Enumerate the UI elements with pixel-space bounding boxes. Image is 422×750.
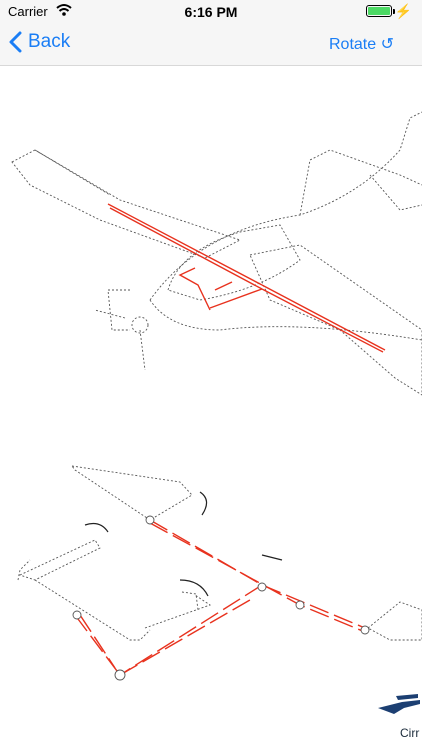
logo-plane-icon [378,694,420,714]
cirrus-logo: Cirr [374,690,422,750]
upper-aileron-cables [107,203,386,353]
pulleys [72,515,370,681]
aileron-control-diagram [11,111,422,681]
back-button[interactable]: Back [8,31,70,53]
chevron-left-icon [9,31,22,53]
control-linkage-illustration [17,465,422,641]
charging-bolt-icon: ⚡ [394,3,412,19]
navigation-bar: Back Rotate ↺ [0,22,422,66]
logo-brand: Cirr [400,726,420,740]
lower-aileron-cables [74,519,366,676]
motion-arrows [84,491,283,597]
aircraft-illustration [11,111,422,396]
battery-cap [393,9,395,14]
rotate-label: Rotate [329,36,377,53]
status-bar: Carrier 6:16 PM ⚡ [0,0,422,22]
clock: 6:16 PM [184,4,238,20]
battery-icon [366,5,392,17]
rotate-icon: ↺ [380,36,394,53]
back-label: Back [28,31,71,52]
rotate-button[interactable]: Rotate ↺ [329,34,394,54]
wifi-icon [56,4,72,16]
carrier-label: Carrier [8,4,48,19]
